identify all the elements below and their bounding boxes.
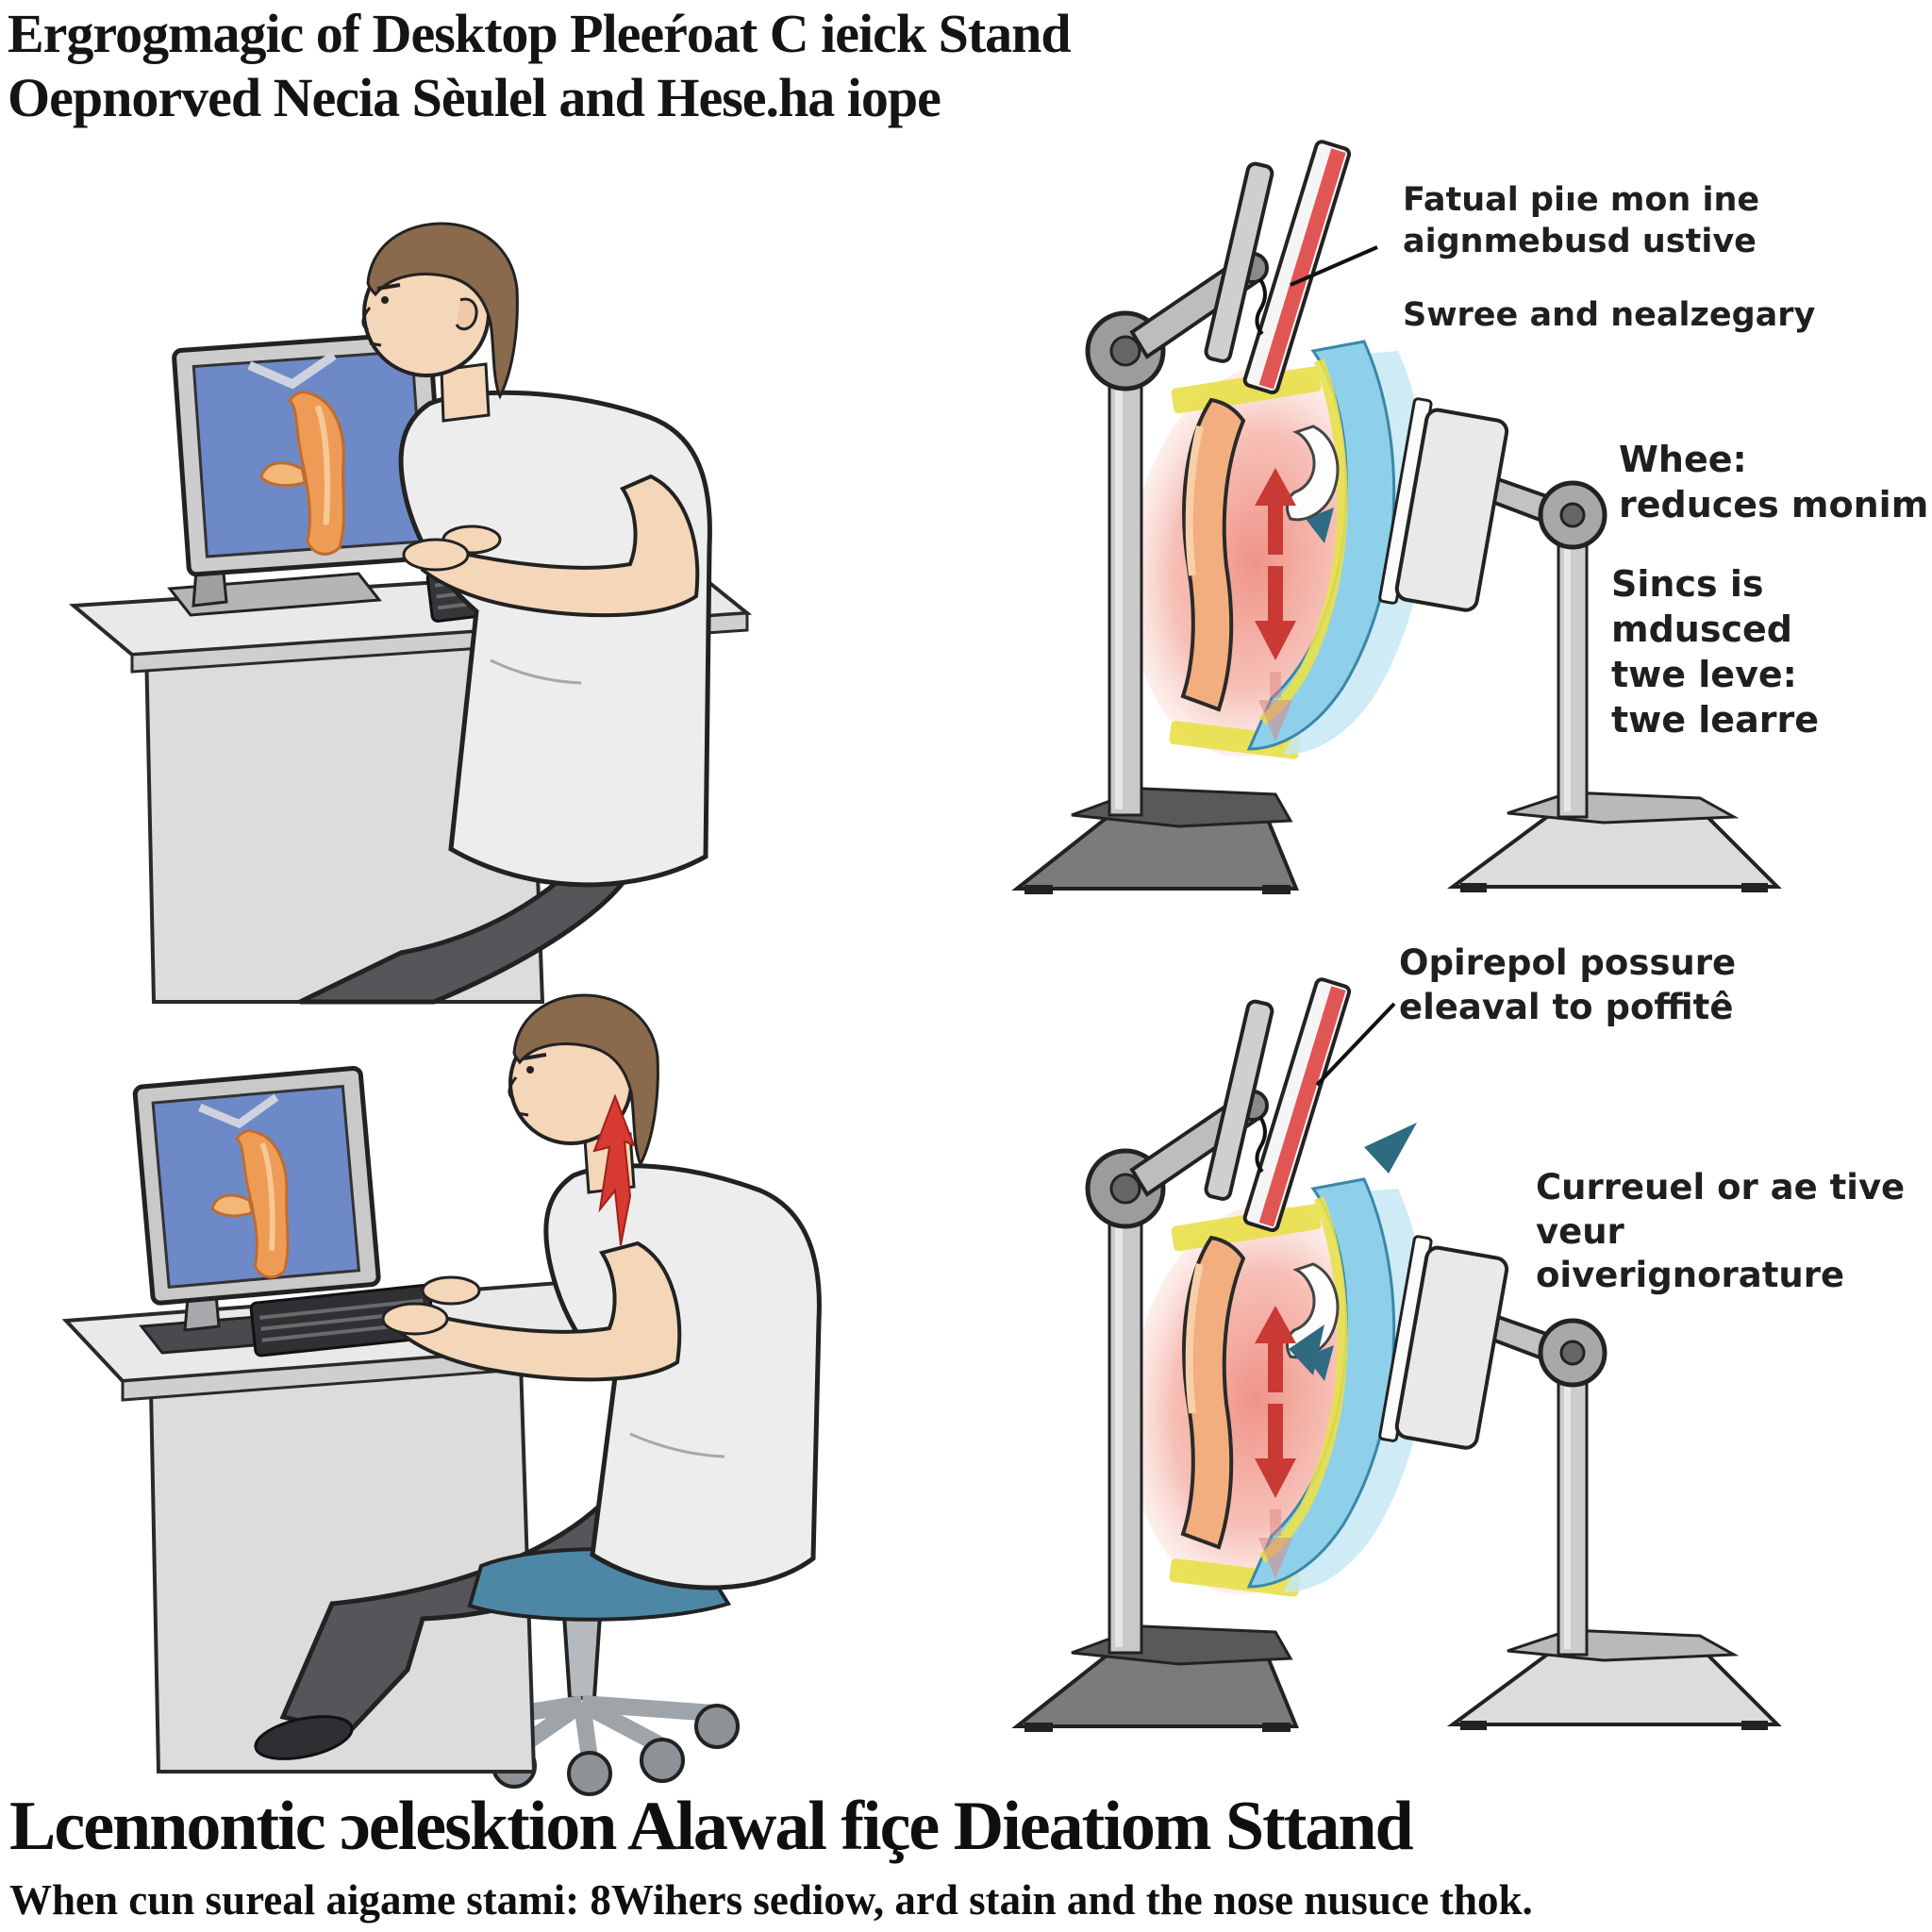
diagram-monitor-stand-top	[1017, 141, 1777, 894]
label-posture: Opirepol possure eleaval to poffitê	[1399, 942, 1737, 1027]
diagram-monitor-stand-bottom	[1017, 978, 1777, 1732]
eyebrow	[523, 1053, 547, 1060]
shoe	[254, 1715, 354, 1760]
nose	[508, 1076, 518, 1102]
mouth	[516, 1111, 529, 1117]
scene-sitting-top	[68, 222, 753, 1005]
person-sitting	[298, 222, 712, 1005]
hair	[366, 222, 519, 400]
person-sitting-pain	[254, 993, 822, 1760]
hair	[512, 993, 659, 1168]
label-monitor-alignment: Fatual piıe mon ine aignmebusd ustive	[1403, 181, 1760, 261]
page-title-line2: Oepnorved Necia Sèulel and Hese.ha iope	[8, 67, 941, 128]
hand-left	[421, 1275, 481, 1306]
eye	[381, 296, 389, 304]
eye	[526, 1066, 534, 1074]
page-title-line1: Ergrogmagic of Desktop Pleeŕoat C ieick …	[8, 3, 1072, 64]
leader-line	[1315, 1002, 1396, 1087]
hand-right	[402, 538, 470, 572]
arm	[399, 1241, 682, 1382]
ear	[455, 297, 478, 331]
eyebrow	[376, 283, 401, 291]
monitor-base	[167, 572, 382, 617]
keyboard	[249, 1284, 436, 1357]
neck-pain-arrow	[592, 1093, 636, 1246]
label-swree: Swree and nealzegary	[1403, 296, 1816, 334]
footer-title: Lcennontic ɔelesktion Alawal fiçe Dieati…	[9, 1788, 1414, 1865]
arm	[420, 474, 700, 618]
leader-line	[1290, 245, 1378, 287]
label-curreuel: Curreuel or ae tive veur oiverignorature	[1536, 1167, 1906, 1296]
neck	[440, 362, 491, 423]
teal-arrowhead-mid	[1289, 1324, 1324, 1375]
teal-arrowhead-top	[1364, 1123, 1417, 1174]
nose	[361, 307, 372, 332]
label-sincs: Sincs is mdusced twe leve: twe learre	[1611, 563, 1819, 741]
hand-right	[381, 1302, 449, 1336]
scene-sitting-bottom	[61, 993, 822, 1796]
label-whee: Whee: reduces monim	[1619, 439, 1929, 525]
chair-cylinder	[561, 1613, 603, 1700]
footer-subtitle: When cun sureal aigame stami: 8Wihers se…	[9, 1876, 1533, 1924]
monitor	[132, 1065, 381, 1306]
mouth	[369, 341, 382, 347]
